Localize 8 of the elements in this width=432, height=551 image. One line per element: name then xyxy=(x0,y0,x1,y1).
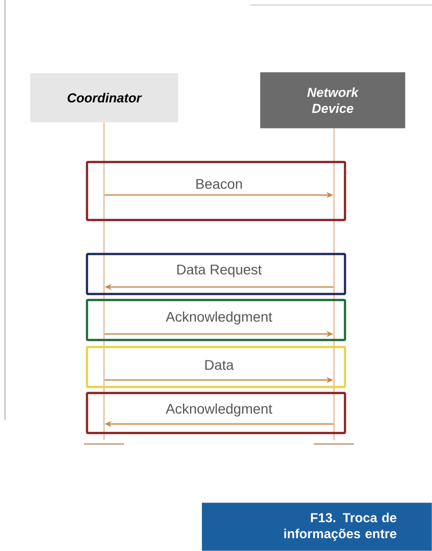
edge-label: Beacon xyxy=(196,179,242,189)
edge-label: Data Request xyxy=(177,264,262,278)
edge-label: Data xyxy=(205,360,234,370)
participant-box: Network Device xyxy=(260,72,406,128)
edge-label: Acknowledgment xyxy=(166,311,272,325)
caption-banner: F13. Troca de informações entre xyxy=(202,502,432,551)
edge-label: Acknowledgment xyxy=(166,403,272,417)
participant-box: Coordinator xyxy=(30,73,178,122)
